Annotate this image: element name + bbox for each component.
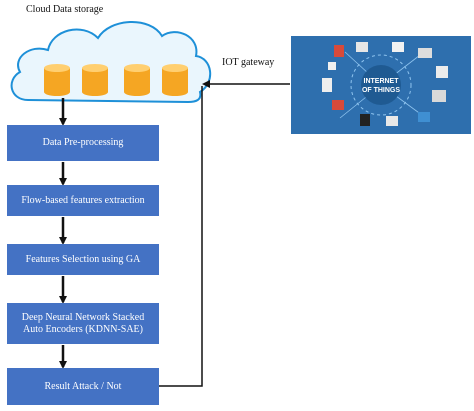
device-icon — [436, 66, 448, 78]
iot-text-line1: INTERNET — [364, 78, 400, 85]
gateway-label: IOT gateway — [222, 57, 275, 68]
database-icon — [44, 64, 70, 96]
feedback-connector — [159, 86, 203, 387]
database-icon — [124, 64, 150, 96]
iot-image: INTERNET OF THINGS — [291, 36, 471, 134]
iot-text-line2: OF THINGS — [362, 87, 400, 94]
database-icon — [82, 64, 108, 96]
device-icon — [418, 48, 432, 58]
device-icon — [392, 42, 404, 52]
step-result: Result Attack / Not — [7, 368, 159, 405]
device-icon — [360, 114, 370, 126]
step-preprocessing: Data Pre-processing — [7, 125, 159, 161]
device-icon — [332, 100, 344, 110]
device-icon — [328, 62, 336, 70]
step-feature-extraction: Flow-based features extraction — [7, 185, 159, 216]
device-icon — [418, 112, 430, 122]
device-icon — [356, 42, 368, 52]
device-icon — [334, 45, 344, 57]
device-icon — [322, 78, 332, 92]
database-icon — [162, 64, 188, 96]
device-icon — [432, 90, 446, 102]
step-feature-selection: Features Selection using GA — [7, 244, 159, 275]
cloud-label: Cloud Data storage — [26, 4, 104, 15]
step-kdnn-sae: Deep Neural Network Stacked Auto Encoder… — [7, 303, 159, 344]
device-icon — [386, 116, 398, 126]
